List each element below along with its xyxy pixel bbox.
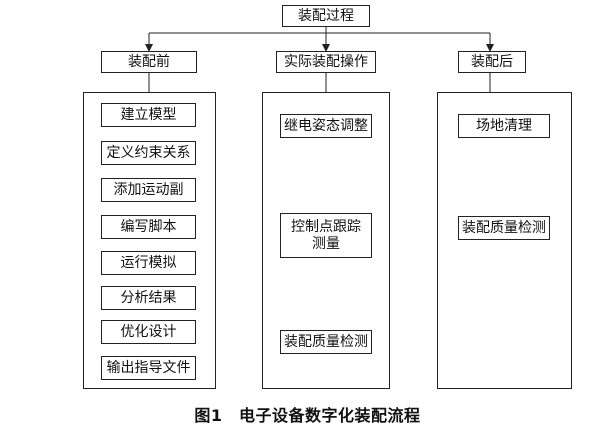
step-output-guide: 输出指导文件 [101, 356, 196, 380]
phase-before-panel [83, 92, 216, 389]
phase-during-header: 实际装配操作 [276, 51, 376, 73]
step-write-script: 编写脚本 [101, 215, 196, 239]
step-quality-inspection-after: 装配质量检测 [458, 216, 550, 240]
step-optimize-design: 优化设计 [101, 320, 196, 344]
step-run-simulation: 运行模拟 [101, 251, 196, 275]
step-control-point-tracking: 控制点跟踪测量 [280, 213, 372, 258]
step-site-cleanup: 场地清理 [458, 114, 550, 138]
phase-after-header: 装配后 [458, 51, 526, 73]
phase-before-header: 装配前 [101, 51, 197, 73]
figure-caption: 图1 电子设备数字化装配流程 [194, 406, 421, 425]
step-relay-attitude-adjust: 继电姿态调整 [280, 114, 372, 138]
root-node: 装配过程 [282, 5, 370, 27]
step-quality-inspection-during: 装配质量检测 [280, 330, 372, 354]
step-add-joints: 添加运动副 [101, 178, 196, 202]
step-analyze-results: 分析结果 [101, 286, 196, 310]
step-define-constraints: 定义约束关系 [101, 141, 196, 165]
phase-after-panel [437, 92, 572, 389]
step-build-model: 建立模型 [101, 103, 196, 127]
